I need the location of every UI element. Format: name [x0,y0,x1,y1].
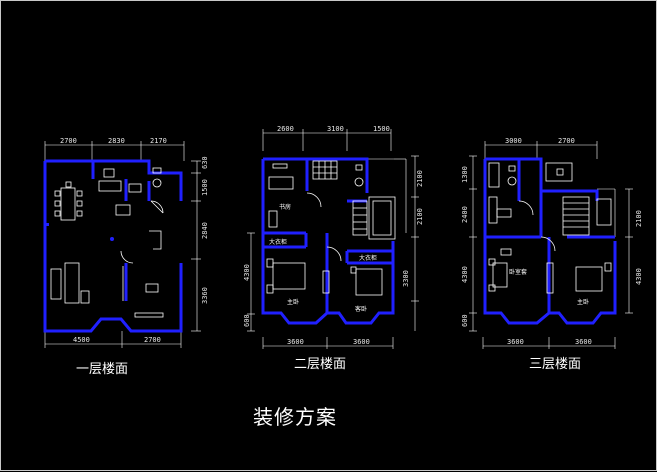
floor-plan-3: 3000 2700 3600 3600 1300 2400 4300 600 2… [461,137,643,349]
dim-right-2: 2100 [416,208,424,225]
dim-bottom-1: 3600 [287,338,304,346]
room-label-master-bedroom: 主卧 [577,298,589,306]
dim-top-2: 2700 [558,137,575,145]
room-label-guest-bedroom: 客卧 [355,305,367,313]
room-label-master-bedroom: 主卧 [287,298,299,306]
dim-right-1: 2100 [635,210,643,227]
dim-top-2: 3100 [327,125,344,133]
dim-top-2: 2830 [108,137,125,145]
dim-side-1: 630 [201,156,209,169]
dim-bottom-2: 3600 [353,338,370,346]
dim-top-1: 2600 [277,125,294,133]
room-label-bedroom-suite: 卧室套 [509,268,527,276]
dim-bottom-1: 3600 [507,338,524,346]
dim-left-3: 4300 [461,266,469,283]
floor-1-title: 一层楼面 [76,362,129,377]
drawing-title: 装修方案 [253,405,337,429]
dim-left-2: 600 [243,314,251,327]
dim-top-1: 2700 [60,137,77,145]
room-label-wardrobe-2: 大衣柜 [359,254,377,262]
floor-plan-1: 2700 2830 2170 4500 2700 630 1500 2840 3… [43,137,209,348]
dim-right-3: 3300 [402,270,410,287]
dim-top-3: 1500 [373,125,390,133]
dim-side-3: 2840 [201,222,209,239]
dim-top-3: 2170 [150,137,167,145]
dim-top-1: 3000 [505,137,522,145]
floor-plan-2: 2600 3100 1500 3600 3600 4300 600 2100 2… [243,125,424,349]
dim-left-2: 2400 [461,206,469,223]
dim-side-2: 1500 [201,179,209,196]
room-label-wardrobe-1: 大衣柜 [269,238,287,246]
dim-side-4: 3360 [201,287,209,304]
floor-3-title: 三层楼面 [529,357,582,372]
dim-right-2: 4300 [635,268,643,285]
dim-right-1: 2100 [416,170,424,187]
room-label-study: 书房 [279,203,291,211]
dim-bottom-2: 3600 [575,338,592,346]
floor-2-title: 二层楼面 [294,357,347,372]
dim-left-4: 600 [461,314,469,327]
dim-left-1: 1300 [461,166,469,183]
dim-left-1: 4300 [243,264,251,281]
dim-bottom-2: 2700 [144,336,161,344]
dim-bottom-1: 4500 [73,336,90,344]
